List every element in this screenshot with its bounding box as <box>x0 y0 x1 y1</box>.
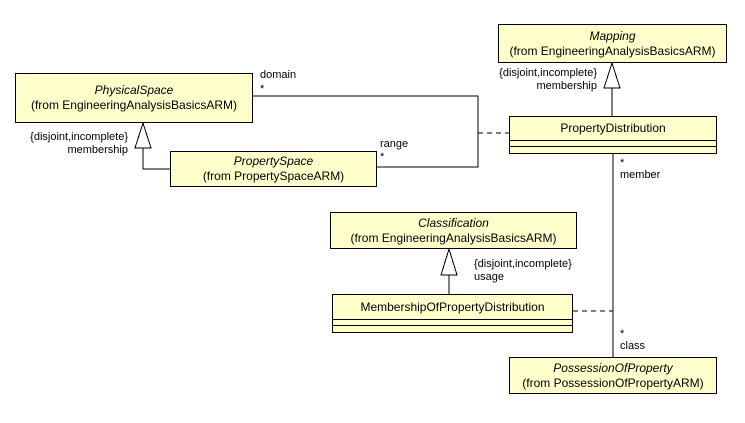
role-label-class: class <box>620 340 646 352</box>
generalization-propertyspace-stem[interactable] <box>142 148 170 170</box>
attributes-compartment <box>333 319 572 325</box>
generalization-label-physicalspace: {disjoint,incomplete} membership <box>18 131 128 157</box>
class-physicalspace-name: PhysicalSpace <box>94 83 174 97</box>
operations-compartment <box>333 325 572 332</box>
class-possessionofproperty[interactable]: PossessionOfProperty (from PossessionOfP… <box>509 357 717 394</box>
class-classification-package: (from EngineeringAnalysisBasicsARM) <box>350 230 557 245</box>
discriminator-label: membership <box>67 144 128 156</box>
class-physicalspace[interactable]: PhysicalSpace (from EngineeringAnalysisB… <box>15 73 253 123</box>
generalization-label-mapping: {disjoint,incomplete} membership <box>487 67 597 93</box>
class-membershipofpropertydistribution[interactable]: MembershipOfPropertyDistribution <box>332 294 573 333</box>
operations-compartment <box>510 146 716 153</box>
attributes-compartment <box>510 140 716 146</box>
association-domain-range-line[interactable] <box>253 95 479 168</box>
class-classification-name: Classification <box>418 215 489 230</box>
class-propertydistribution[interactable]: PropertyDistribution <box>509 116 717 154</box>
generalization-triangle-physicalspace[interactable] <box>134 121 152 149</box>
class-propertydistribution-name: PropertyDistribution <box>560 121 666 135</box>
generalization-triangle-classification[interactable] <box>440 247 458 276</box>
class-physicalspace-package: (from EngineeringAnalysisBasicsARM) <box>30 98 238 112</box>
role-label-domain: domain <box>260 69 297 81</box>
constraint-label: {disjoint,incomplete} <box>499 67 597 79</box>
role-label-range: range <box>380 138 409 150</box>
multiplicity-label-range: * <box>380 151 385 163</box>
multiplicity-label-class: * <box>620 328 625 340</box>
generalization-triangle-mapping[interactable] <box>603 61 621 89</box>
class-propertyspace-package: (from PropertySpaceARM) <box>202 169 345 183</box>
constraint-label: {disjoint,incomplete} <box>30 131 128 143</box>
discriminator-label: membership <box>536 80 597 92</box>
class-propertyspace[interactable]: PropertySpace (from PropertySpaceARM) <box>170 151 377 187</box>
discriminator-label: usage <box>474 271 504 283</box>
class-propertyspace-name: PropertySpace <box>233 154 314 168</box>
class-classification[interactable]: Classification (from EngineeringAnalysis… <box>330 212 577 249</box>
multiplicity-label-member: * <box>620 157 625 169</box>
class-possessionofproperty-name: PossessionOfProperty <box>553 360 673 375</box>
class-membershipofpropertydistribution-name: MembershipOfPropertyDistribution <box>360 299 545 314</box>
generalization-label-classification: {disjoint,incomplete} usage <box>474 258 594 284</box>
class-mapping-package: (from EngineeringAnalysisBasicsARM) <box>509 43 716 58</box>
constraint-label: {disjoint,incomplete} <box>474 258 572 270</box>
class-mapping[interactable]: Mapping (from EngineeringAnalysisBasicsA… <box>498 24 727 63</box>
class-mapping-name: Mapping <box>589 28 636 43</box>
role-label-member: member <box>620 169 661 181</box>
multiplicity-label-domain: * <box>260 83 265 95</box>
class-possessionofproperty-package: (from PossessionOfPropertyARM) <box>522 375 704 390</box>
